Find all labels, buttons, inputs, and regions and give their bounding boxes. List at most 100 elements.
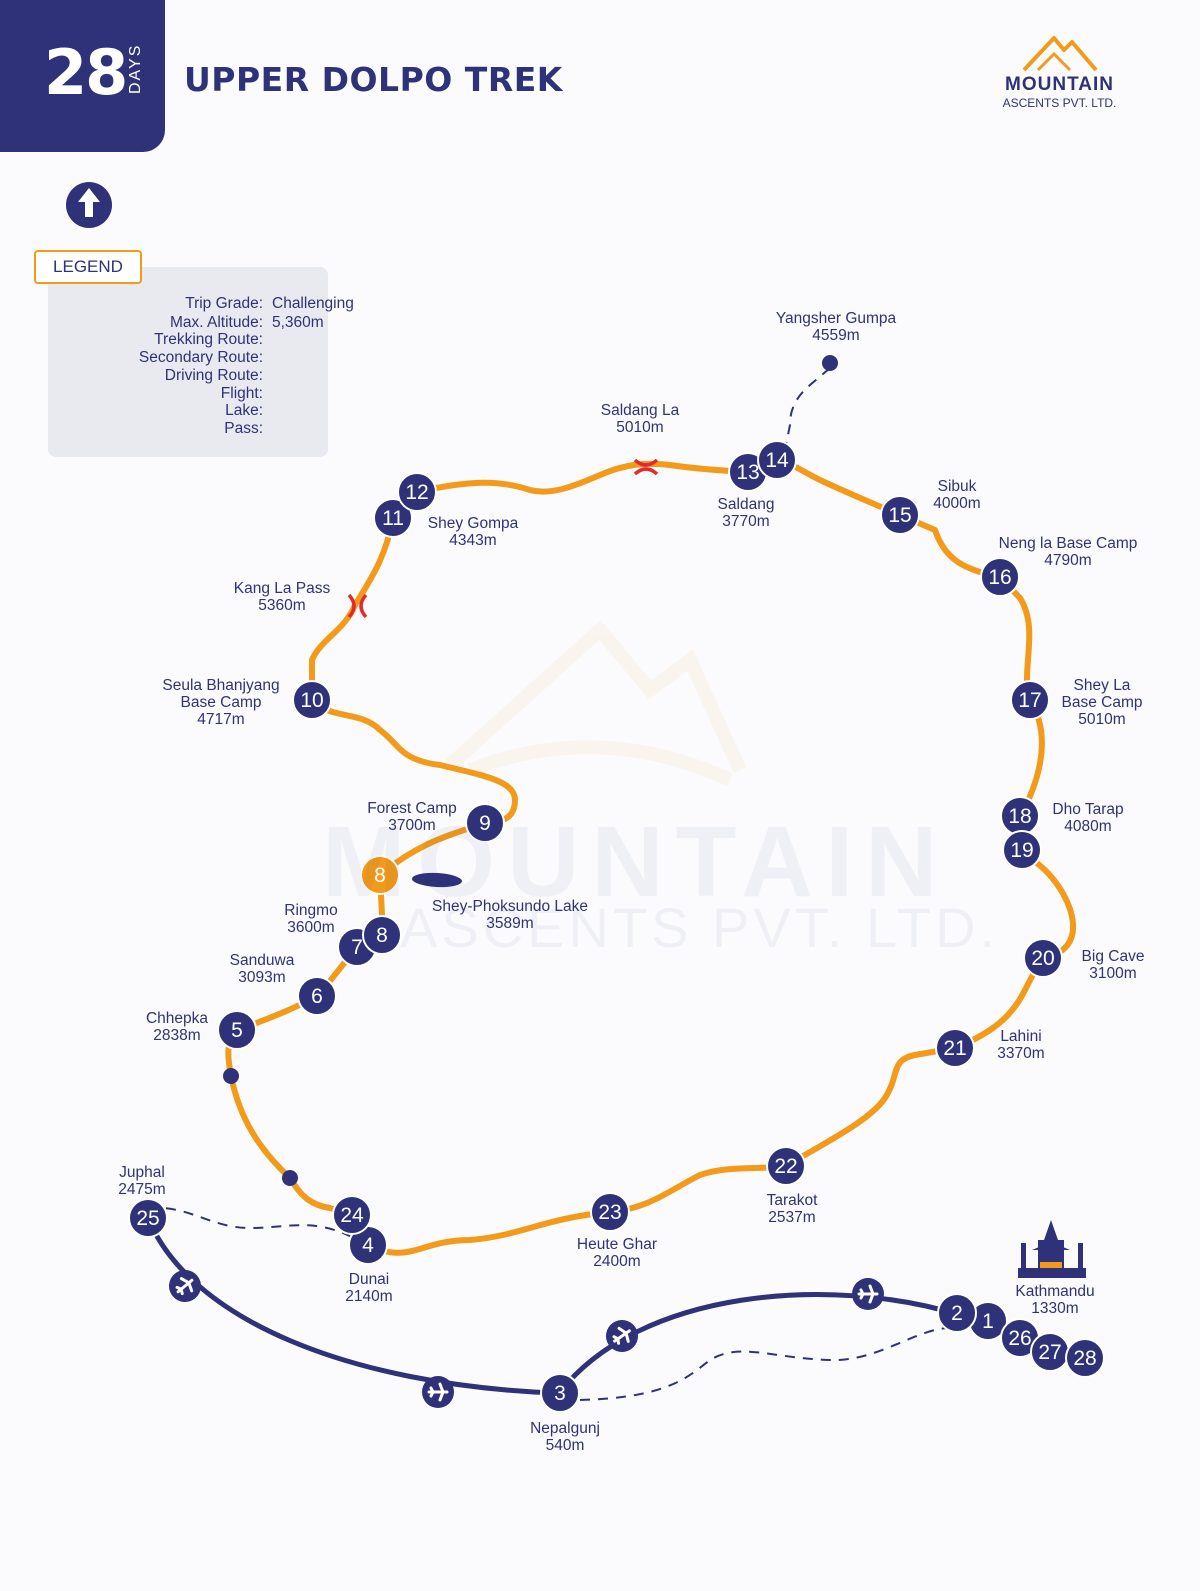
- day-marker-circle: [935, 1028, 975, 1068]
- day-marker-label: 6: [311, 985, 323, 1008]
- legend-value-altitude: 5,360m: [272, 314, 324, 331]
- day-marker-17: 17: [1010, 680, 1050, 720]
- day-marker-label: 18: [1008, 805, 1031, 828]
- day-marker-circle: [757, 440, 797, 480]
- airplane-icon: [169, 1270, 201, 1302]
- legend-panel: Trip Grade: Challenging Max. Altitude: 5…: [48, 267, 354, 457]
- day-marker-circle: [1065, 1338, 1105, 1378]
- day-marker-label: 13: [736, 461, 759, 484]
- day-marker-6: 6: [297, 976, 337, 1016]
- day-marker-label: 7: [351, 936, 363, 959]
- day-marker-label: 19: [1010, 839, 1033, 862]
- day-marker-circle: [292, 680, 332, 720]
- day-marker-circle: [980, 557, 1020, 597]
- pass-icon-kang-la: [347, 593, 368, 619]
- legend-title: LEGEND: [34, 250, 142, 284]
- day-marker-label: 1: [982, 1310, 994, 1333]
- route-dot: [282, 1170, 298, 1186]
- days-badge: [0, 0, 165, 152]
- north-arrow-icon: [66, 182, 112, 228]
- day-marker-label: 2: [951, 1302, 963, 1325]
- day-marker-circle: [217, 1010, 257, 1050]
- yangsher-gumpa-dot: [822, 355, 838, 371]
- day-marker-27: 27: [1030, 1332, 1070, 1372]
- shey-phoksundo-lake: [412, 872, 462, 888]
- day-marker-label: 5: [231, 1019, 243, 1042]
- logo-name: MOUNTAIN: [1005, 74, 1114, 95]
- day-marker-24: 24: [332, 1195, 372, 1235]
- watermark-mountain: [445, 619, 747, 787]
- day-marker-circle: [332, 1195, 372, 1235]
- day-marker-circle: [465, 803, 505, 843]
- legend-label-grade: Trip Grade:: [185, 295, 263, 312]
- airplane-icon: [422, 1376, 454, 1408]
- legend-label-trekking: Trekking Route:: [154, 331, 263, 348]
- day-marker-label: 17: [1018, 689, 1041, 712]
- day-marker-circle: [297, 976, 337, 1016]
- day-marker-2: 2: [937, 1293, 977, 1333]
- day-marker-label: 24: [340, 1204, 364, 1227]
- day-marker-8: 8: [360, 855, 400, 895]
- legend-label-pass: Pass:: [224, 420, 263, 437]
- day-marker-label: 26: [1008, 1327, 1031, 1350]
- day-marker-label: 16: [988, 566, 1011, 589]
- day-marker-circle: [362, 915, 402, 955]
- day-marker-label: 23: [598, 1201, 621, 1224]
- day-marker-circle: [937, 1293, 977, 1333]
- legend-value-grade: Challenging: [272, 295, 354, 312]
- day-marker-label: 4: [362, 1234, 374, 1257]
- day-marker-21: 21: [935, 1028, 975, 1068]
- day-marker-circle: [1023, 938, 1063, 978]
- day-marker-label: 3: [554, 1382, 566, 1405]
- day-marker-9: 9: [465, 803, 505, 843]
- route-dot: [223, 1068, 239, 1084]
- day-marker-circle: [1010, 680, 1050, 720]
- watermark-name: MOUNTAIN: [322, 806, 950, 918]
- day-marker-15: 15: [880, 495, 920, 535]
- day-marker-label: 15: [888, 504, 911, 527]
- day-marker-5: 5: [217, 1010, 257, 1050]
- day-marker-label: 22: [774, 1155, 797, 1178]
- day-marker-23: 23: [590, 1192, 630, 1232]
- day-marker-circle: [1002, 830, 1042, 870]
- day-marker-label: 8: [376, 924, 388, 947]
- day-marker-label: 9: [479, 812, 491, 835]
- day-marker-circle: [540, 1373, 580, 1413]
- day-marker-circle: [128, 1198, 168, 1238]
- legend-label-lake: Lake:: [225, 402, 263, 419]
- day-marker-circle: [397, 472, 437, 512]
- day-marker-4: 4: [348, 1225, 388, 1265]
- legend-label-flight: Flight:: [220, 385, 263, 402]
- days-label: DAYS: [127, 43, 144, 94]
- day-marker-label: 28: [1073, 1347, 1096, 1370]
- day-marker-label: 25: [136, 1207, 159, 1230]
- kathmandu-temple-icon: [1018, 1220, 1086, 1278]
- day-marker-8: 8: [362, 915, 402, 955]
- day-marker-circle: [590, 1192, 630, 1232]
- day-marker-25: 25: [128, 1198, 168, 1238]
- watermark-subtitle: ASCENTS PVT. LTD.: [400, 896, 1000, 959]
- day-marker-label: 11: [382, 507, 404, 530]
- day-marker-16: 16: [980, 557, 1020, 597]
- day-marker-circle: [360, 855, 400, 895]
- legend-label-driving: Driving Route:: [164, 367, 263, 384]
